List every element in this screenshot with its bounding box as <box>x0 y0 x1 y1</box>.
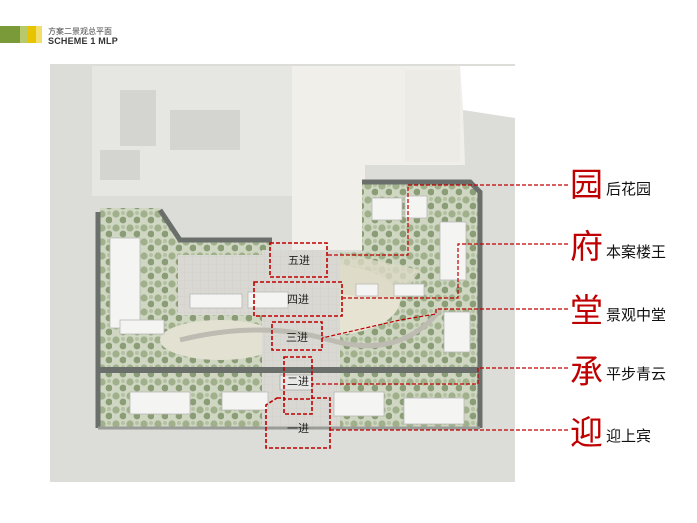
stage-box-five <box>269 242 328 278</box>
stage-box-two <box>283 356 313 400</box>
legend-big-garden: 园 <box>570 165 603 204</box>
stage-box-four <box>253 281 343 317</box>
legend: 园 后花园 府 本案楼王 堂 景观中堂 承 平步青云 迎 迎上宾 <box>570 165 666 452</box>
legend-text-ascend: 平步青云 <box>606 365 666 383</box>
stage-box-three <box>271 321 323 351</box>
legend-big-mansion: 府 <box>570 227 603 266</box>
brand-swatch-3 <box>28 26 36 43</box>
stage-label-three: 三进 <box>286 331 308 344</box>
stage-box-one <box>265 397 331 449</box>
buildings <box>109 195 471 425</box>
stage-label-five: 五进 <box>288 254 310 267</box>
leader-hall <box>321 308 568 339</box>
legend-big-ascend: 承 <box>570 352 603 391</box>
legend-big-hall: 堂 <box>570 291 603 330</box>
legend-text-garden: 后花园 <box>606 180 651 198</box>
brand-color-bar <box>0 26 44 43</box>
leader-garden <box>328 184 568 256</box>
legend-big-welcome: 迎 <box>570 413 603 452</box>
brand-swatch-2 <box>20 26 28 43</box>
leader-mansion <box>343 243 568 299</box>
legend-text-hall: 景观中堂 <box>606 306 666 324</box>
stage-label-four: 四进 <box>287 293 309 306</box>
legend-text-mansion: 本案楼王 <box>606 243 666 261</box>
gate-structure <box>279 374 313 391</box>
leader-lines <box>312 184 568 431</box>
stage-label-two: 二进 <box>287 375 309 388</box>
leader-ascend <box>312 367 568 385</box>
stage-boxes <box>253 242 343 449</box>
legend-text-welcome: 迎上宾 <box>606 427 651 445</box>
brand-swatch-1 <box>0 26 20 43</box>
brand-swatch-4 <box>36 26 42 43</box>
page-title-cn: 方案二景观总平面 <box>48 27 112 36</box>
page-title-en: SCHEME 1 MLP <box>48 36 118 46</box>
stage-label-one: 一进 <box>287 422 309 435</box>
